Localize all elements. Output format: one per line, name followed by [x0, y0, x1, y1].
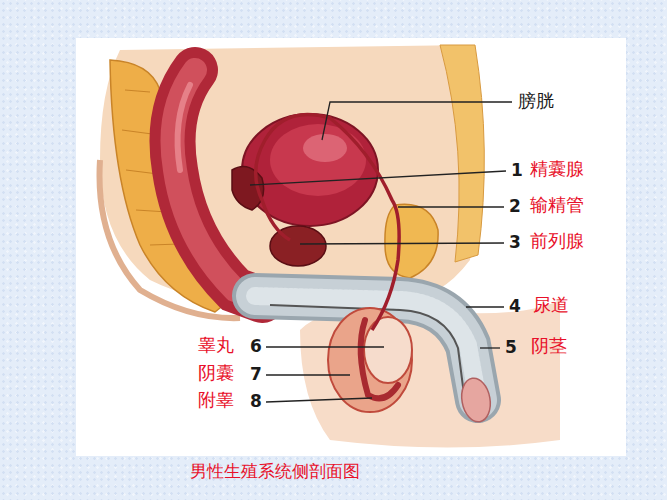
part-label: 输精管: [530, 194, 584, 216]
part-label: 附睾: [198, 389, 234, 411]
scrotum: [328, 308, 412, 412]
leader-lines: [250, 102, 512, 402]
callout-number: 6: [250, 336, 262, 356]
body-tissue: [100, 45, 478, 313]
callout-number: 8: [250, 391, 262, 411]
pubic-bone: [385, 204, 438, 278]
bladder: [242, 114, 378, 226]
caption: 男性生殖系统侧剖面图: [190, 461, 360, 481]
callout-number: 4: [509, 296, 521, 316]
part-label: 精囊腺: [530, 158, 584, 180]
callout-number: 2: [509, 196, 521, 216]
part-label: 膀胱: [518, 90, 554, 112]
testis: [364, 317, 412, 383]
panel: [76, 38, 626, 456]
part-label: 睾丸: [198, 334, 234, 356]
epididymis: [361, 320, 398, 398]
callout-number: 1: [511, 160, 523, 180]
callout-number: 7: [250, 364, 262, 384]
part-label: 阴茎: [531, 335, 567, 357]
callout-number: 5: [505, 337, 517, 357]
part-label: 尿道: [533, 294, 569, 316]
vas-deferens: [256, 114, 399, 330]
abdominal-wall: [440, 45, 484, 262]
part-label: 前列腺: [530, 230, 584, 252]
part-label: 阴囊: [198, 362, 234, 384]
callout-number: 3: [509, 232, 521, 252]
